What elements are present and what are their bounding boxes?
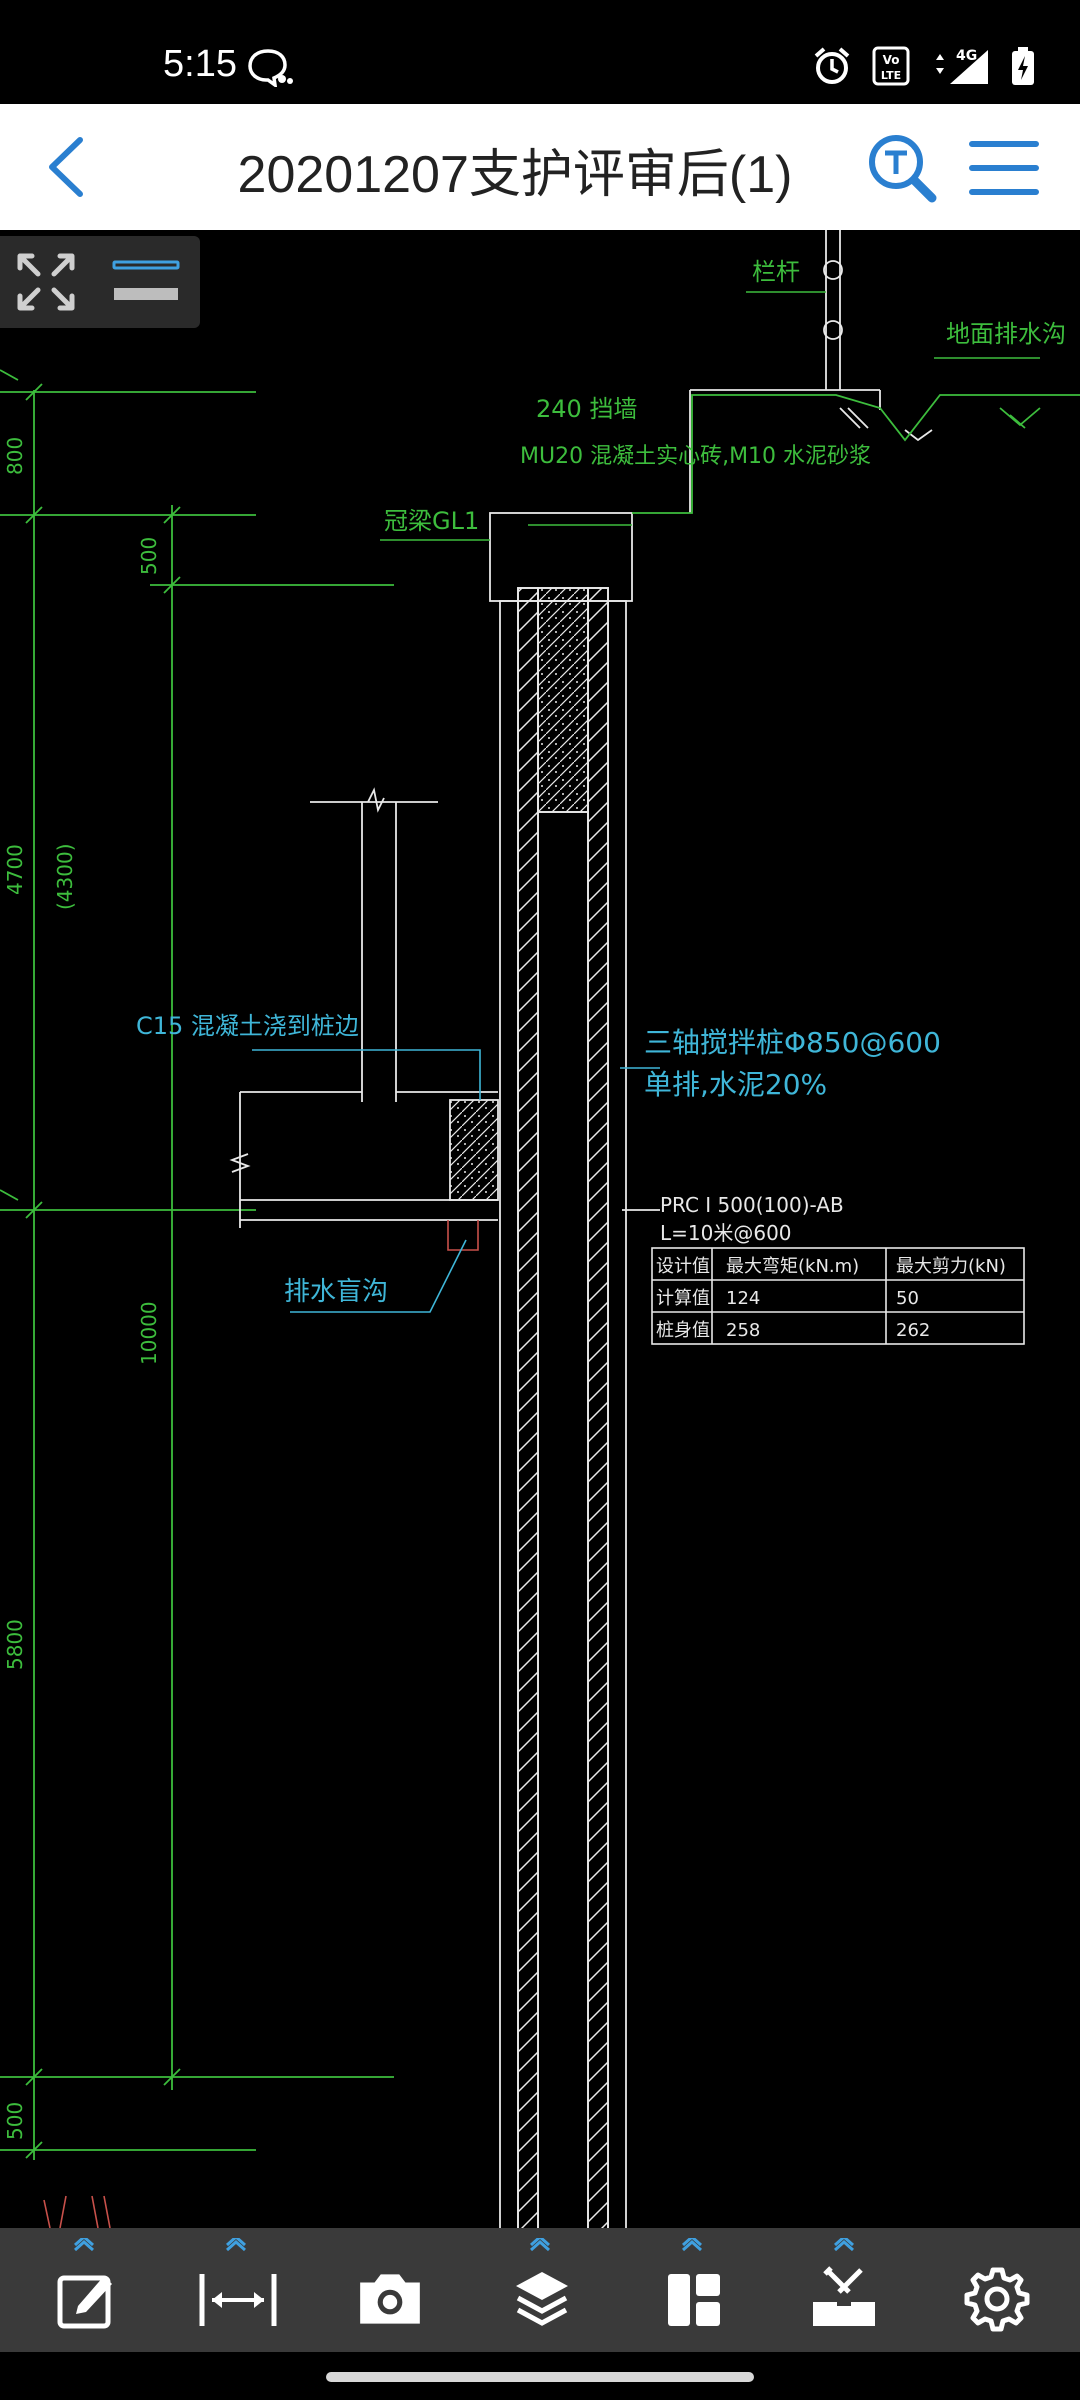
svg-text:4G: 4G	[956, 48, 977, 64]
table-cell: 258	[726, 1320, 760, 1341]
label-prc-1: PRC Ⅰ 500(100)-AB	[660, 1193, 844, 1217]
label-crown-beam: 冠梁GL1	[384, 507, 479, 535]
cad-drawing: 800 500 4700 (4300) 10000 5800 500	[0, 230, 1080, 2228]
design-value-table: 设计值 最大弯矩(kN.m) 最大剪力(kN) 计算值 124 50 桩身值 2…	[651, 1247, 1025, 1345]
toolbar-tools[interactable]	[794, 2228, 894, 2352]
label-railing: 栏杆	[752, 258, 800, 286]
table-cell: 50	[896, 1288, 919, 1309]
label-c15: C15 混凝土浇到桩边	[136, 1012, 359, 1040]
basement-structure	[229, 787, 660, 1228]
volte-icon: Vo LTE	[872, 46, 910, 86]
label-mixing-pile-2: 单排,水泥20%	[644, 1068, 827, 1101]
toolbar-screenshot[interactable]	[338, 2228, 438, 2352]
chevron-up-icon	[530, 2238, 550, 2252]
dim-10000: 10000	[137, 1301, 161, 1365]
table-cell: 桩身值	[656, 1320, 710, 1341]
chevron-up-icon	[226, 2238, 246, 2252]
layout-icon	[668, 2274, 720, 2326]
view-control-panel	[0, 236, 200, 328]
app-header: 20201207支护评审后(1)	[0, 104, 1080, 231]
chevron-up-icon	[834, 2238, 854, 2252]
line-weight-icon[interactable]	[112, 256, 180, 306]
railing-and-wall	[689, 230, 933, 513]
label-wall-material: MU20 混凝土实心砖,M10 水泥砂浆	[520, 444, 871, 469]
dim-5800: 5800	[3, 1619, 27, 1670]
table-header-0: 设计值	[656, 1256, 710, 1277]
toolbar-measure[interactable]	[186, 2228, 286, 2352]
chat-bubble-icon	[248, 49, 293, 87]
dim-4300: (4300)	[53, 843, 77, 910]
measure-icon	[199, 2274, 277, 2326]
fullscreen-expand-icon[interactable]	[14, 250, 78, 314]
dim-4700: 4700	[3, 844, 27, 895]
pile-section	[489, 512, 633, 2228]
table-header-2: 最大剪力(kN)	[896, 1256, 1006, 1277]
toolbar-layout[interactable]	[642, 2228, 742, 2352]
status-icons: Vo LTE 4G	[812, 44, 1036, 88]
table-header-1: 最大弯矩(kN.m)	[726, 1256, 859, 1277]
toolbar-settings[interactable]	[946, 2228, 1046, 2352]
back-icon[interactable]	[34, 132, 104, 202]
chevron-up-icon	[682, 2238, 702, 2252]
signal-4g-icon: 4G	[936, 48, 988, 84]
toolbox-icon	[813, 2266, 875, 2326]
label-wall-240: 240 挡墙	[536, 395, 637, 423]
table-cell: 124	[726, 1288, 760, 1309]
svg-text:Vo: Vo	[883, 53, 900, 67]
dimension-lines	[0, 369, 394, 2160]
label-prc-2: L=10米@600	[660, 1221, 792, 1245]
label-mixing-pile-1: 三轴搅拌桩Φ850@600	[644, 1026, 941, 1059]
camera-icon	[360, 2274, 420, 2324]
table-cell: 262	[896, 1320, 930, 1341]
dim-500-bottom: 500	[3, 2102, 27, 2140]
chevron-up-icon	[74, 2238, 94, 2252]
battery-charging-icon	[1012, 47, 1034, 85]
toolbar-layers[interactable]	[490, 2228, 590, 2352]
dim-800: 800	[3, 437, 27, 475]
bottom-toolbar	[0, 2228, 1080, 2352]
label-blind-ditch: 排水盲沟	[284, 1277, 388, 1307]
status-time: 5:15	[163, 43, 237, 85]
table-cell: 计算值	[656, 1288, 710, 1309]
dim-500-top: 500	[137, 537, 161, 575]
toolbar-edit[interactable]	[34, 2228, 134, 2352]
system-nav-bar	[0, 2352, 1080, 2400]
status-bar: 5:15 Vo LTE 4G	[0, 0, 1080, 104]
hamburger-menu-icon[interactable]	[968, 136, 1040, 200]
home-gesture-handle[interactable]	[326, 2372, 754, 2382]
drawing-canvas[interactable]: 800 500 4700 (4300) 10000 5800 500	[0, 230, 1080, 2228]
label-ground-drain: 地面排水沟	[946, 320, 1066, 348]
blind-ditch-shape	[447, 1220, 479, 1251]
page-title: 20201207支护评审后(1)	[237, 146, 793, 204]
svg-text:LTE: LTE	[881, 69, 901, 82]
partial-annotation	[43, 2195, 111, 2228]
edit-icon	[57, 2275, 112, 2329]
text-search-icon[interactable]	[866, 132, 938, 204]
alarm-icon	[814, 47, 850, 84]
layers-icon	[516, 2272, 568, 2326]
gear-icon	[964, 2267, 1030, 2332]
